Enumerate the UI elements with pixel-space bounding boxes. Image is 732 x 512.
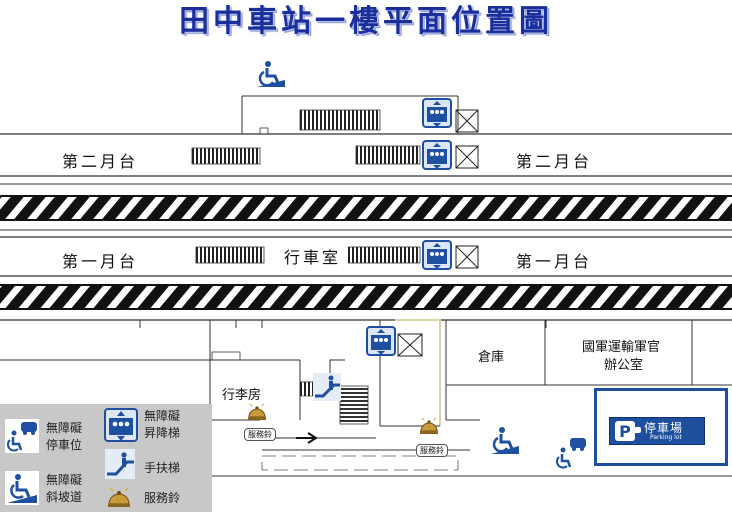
railway-track-2 xyxy=(0,285,732,309)
parking-icon: P xyxy=(614,420,636,442)
escalator-stairs xyxy=(339,385,369,425)
service-bell-tag: 服務鈴 xyxy=(416,444,448,457)
service-bell-icon xyxy=(106,484,132,510)
service-bell-tag: 服務鈴 xyxy=(244,428,276,441)
service-bell-icon xyxy=(246,400,268,422)
legend-accessible-parking-line2: 停車位 xyxy=(46,438,83,452)
legend-accessible-elevator-line1: 無障礙 xyxy=(144,409,181,423)
elevator-icon xyxy=(422,240,452,270)
legend-accessible-ramp-line2: 斜坡道 xyxy=(46,490,83,504)
parking-sign-en: Parking lot xyxy=(650,434,682,441)
elevator-icon xyxy=(422,98,452,128)
wheelchair-icon xyxy=(4,470,40,506)
escalator-icon xyxy=(312,372,342,402)
legend-service-bell: 服務鈴 xyxy=(144,491,181,505)
elevator-icon xyxy=(366,326,396,356)
car-icon xyxy=(632,423,642,437)
luggage-room-label: 行李房 xyxy=(222,388,262,403)
platform-2-label-left: 第二月台 xyxy=(62,152,139,171)
legend-accessible-elevator-line2: 昇降梯 xyxy=(144,426,181,440)
wheelchair-icon xyxy=(489,424,521,456)
legend-accessible-ramp-line1: 無障礙 xyxy=(46,473,83,487)
elevator-icon xyxy=(104,408,138,442)
platform-2-label-right: 第二月台 xyxy=(516,152,593,171)
map-title: 田中車站一樓平面位置圖 xyxy=(179,4,553,39)
parking-sign-zh: 停車場 xyxy=(644,421,684,435)
stationmaster-room-label: 行車室 xyxy=(284,248,342,267)
map-legend: 無障礙 停車位 無障礙 昇降梯 手扶梯 無障礙 斜坡道 服務鈴 xyxy=(0,404,212,512)
storage-room-label: 倉庫 xyxy=(478,350,505,365)
platform-1-label-right: 第一月台 xyxy=(516,252,593,271)
service-bell-icon xyxy=(418,414,440,436)
railway-track-1 xyxy=(0,196,732,220)
elevator-icon xyxy=(422,140,452,170)
svg-text:P: P xyxy=(619,422,631,441)
legend-escalator: 手扶梯 xyxy=(144,461,181,475)
accessible-parking-icon xyxy=(4,418,40,454)
parking-sign: P 停車場 Parking lot xyxy=(609,417,705,445)
parking-lot: P 停車場 Parking lot xyxy=(594,388,728,466)
accessible-parking-icon xyxy=(554,436,588,470)
escalator-icon xyxy=(104,448,136,480)
wheelchair-icon xyxy=(255,58,287,90)
stairs-top xyxy=(299,109,381,131)
platform-1-label-left: 第一月台 xyxy=(62,252,139,271)
military-office-label-line2: 辦公室 xyxy=(604,358,644,373)
legend-accessible-parking-line1: 無障礙 xyxy=(46,421,83,435)
military-office-label-line1: 國軍運輸軍官 xyxy=(582,340,661,355)
